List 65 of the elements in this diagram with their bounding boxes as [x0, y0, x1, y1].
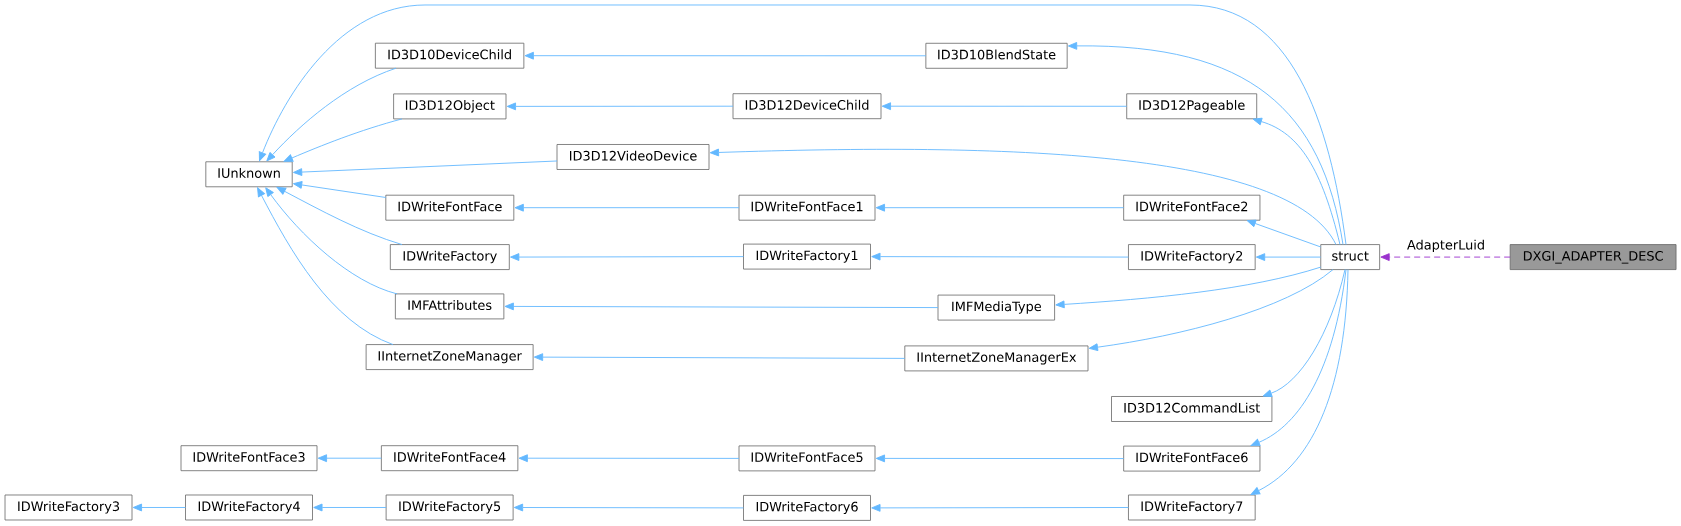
- class-box: struct: [1320, 244, 1381, 270]
- class-box: ID3D10BlendState: [925, 42, 1068, 69]
- class-box: IDWriteFactory5: [385, 494, 514, 521]
- class-box: ID3D12VideoDevice: [556, 144, 710, 170]
- dashed-arrow: [1380, 253, 1511, 261]
- class-box: IUnknown: [205, 161, 293, 188]
- class-box: IDWriteFontFace3: [180, 445, 318, 472]
- arrow: [1055, 266, 1322, 309]
- arrow: [257, 187, 394, 346]
- arrow: [1250, 269, 1347, 447]
- arrow: [506, 102, 734, 111]
- edge-label: AdapterLuid: [1405, 238, 1487, 254]
- arrow: [1255, 253, 1322, 261]
- class-box: IDWriteFontFace6: [1123, 445, 1261, 472]
- class-box: DXGI_ADAPTER_DESC: [1509, 244, 1677, 270]
- class-box: IDWriteFontFace5: [738, 445, 876, 472]
- class-box: IDWriteFontFace4: [380, 445, 519, 472]
- arrow: [510, 253, 744, 261]
- arrow: [871, 252, 1129, 261]
- class-box: IDWriteFontFace2: [1123, 194, 1261, 221]
- arrow: [1088, 269, 1334, 352]
- arrow: [1246, 219, 1322, 248]
- class-box: IDWriteFontFace1: [738, 194, 876, 221]
- arrow: [533, 353, 906, 361]
- arrow: [1067, 42, 1344, 246]
- class-box: ID3D12CommandList: [1111, 396, 1273, 422]
- arrow: [266, 67, 397, 162]
- class-box: ID3D12Object: [393, 93, 507, 120]
- arrow: [514, 203, 740, 212]
- arrow: [513, 503, 744, 512]
- arrow: [1250, 269, 1349, 495]
- arrow: [258, 4, 1347, 246]
- class-box: IDWriteFactory7: [1128, 494, 1256, 521]
- arrow: [1262, 269, 1346, 397]
- class-box: IDWriteFactory4: [185, 494, 313, 521]
- class-box: IDWriteFactory: [389, 244, 510, 270]
- arrow: [313, 503, 387, 512]
- arrow: [276, 186, 403, 246]
- class-box: IDWriteFontFace: [385, 194, 515, 221]
- arrow: [292, 181, 387, 198]
- class-box: ID3D12Pageable: [1126, 93, 1258, 120]
- class-box: IDWriteFactory2: [1128, 244, 1256, 270]
- class-box: IDWriteFactory6: [743, 495, 871, 521]
- arrow: [1252, 117, 1341, 246]
- arrow: [283, 118, 403, 162]
- class-box: IMFMediaType: [937, 294, 1055, 321]
- arrow: [524, 51, 927, 60]
- arrow: [709, 148, 1337, 246]
- arrow: [871, 504, 1129, 512]
- class-box: IInternetZoneManagerEx: [904, 345, 1089, 372]
- arrow: [292, 160, 558, 176]
- class-box: ID3D10DeviceChild: [374, 42, 525, 69]
- arrow: [265, 187, 398, 295]
- arrow: [317, 454, 382, 463]
- class-box: IDWriteFactory1: [743, 243, 871, 270]
- arrow: [518, 454, 740, 463]
- arrow: [875, 454, 1125, 463]
- arrow: [132, 503, 186, 512]
- arrow: [881, 102, 1128, 111]
- arrow: [875, 203, 1125, 212]
- class-box: IMFAttributes: [394, 293, 505, 320]
- class-box: IDWriteFactory3: [4, 494, 133, 521]
- arrow: [504, 302, 939, 311]
- class-box: ID3D12DeviceChild: [732, 93, 882, 120]
- class-box: IInternetZoneManager: [365, 344, 534, 370]
